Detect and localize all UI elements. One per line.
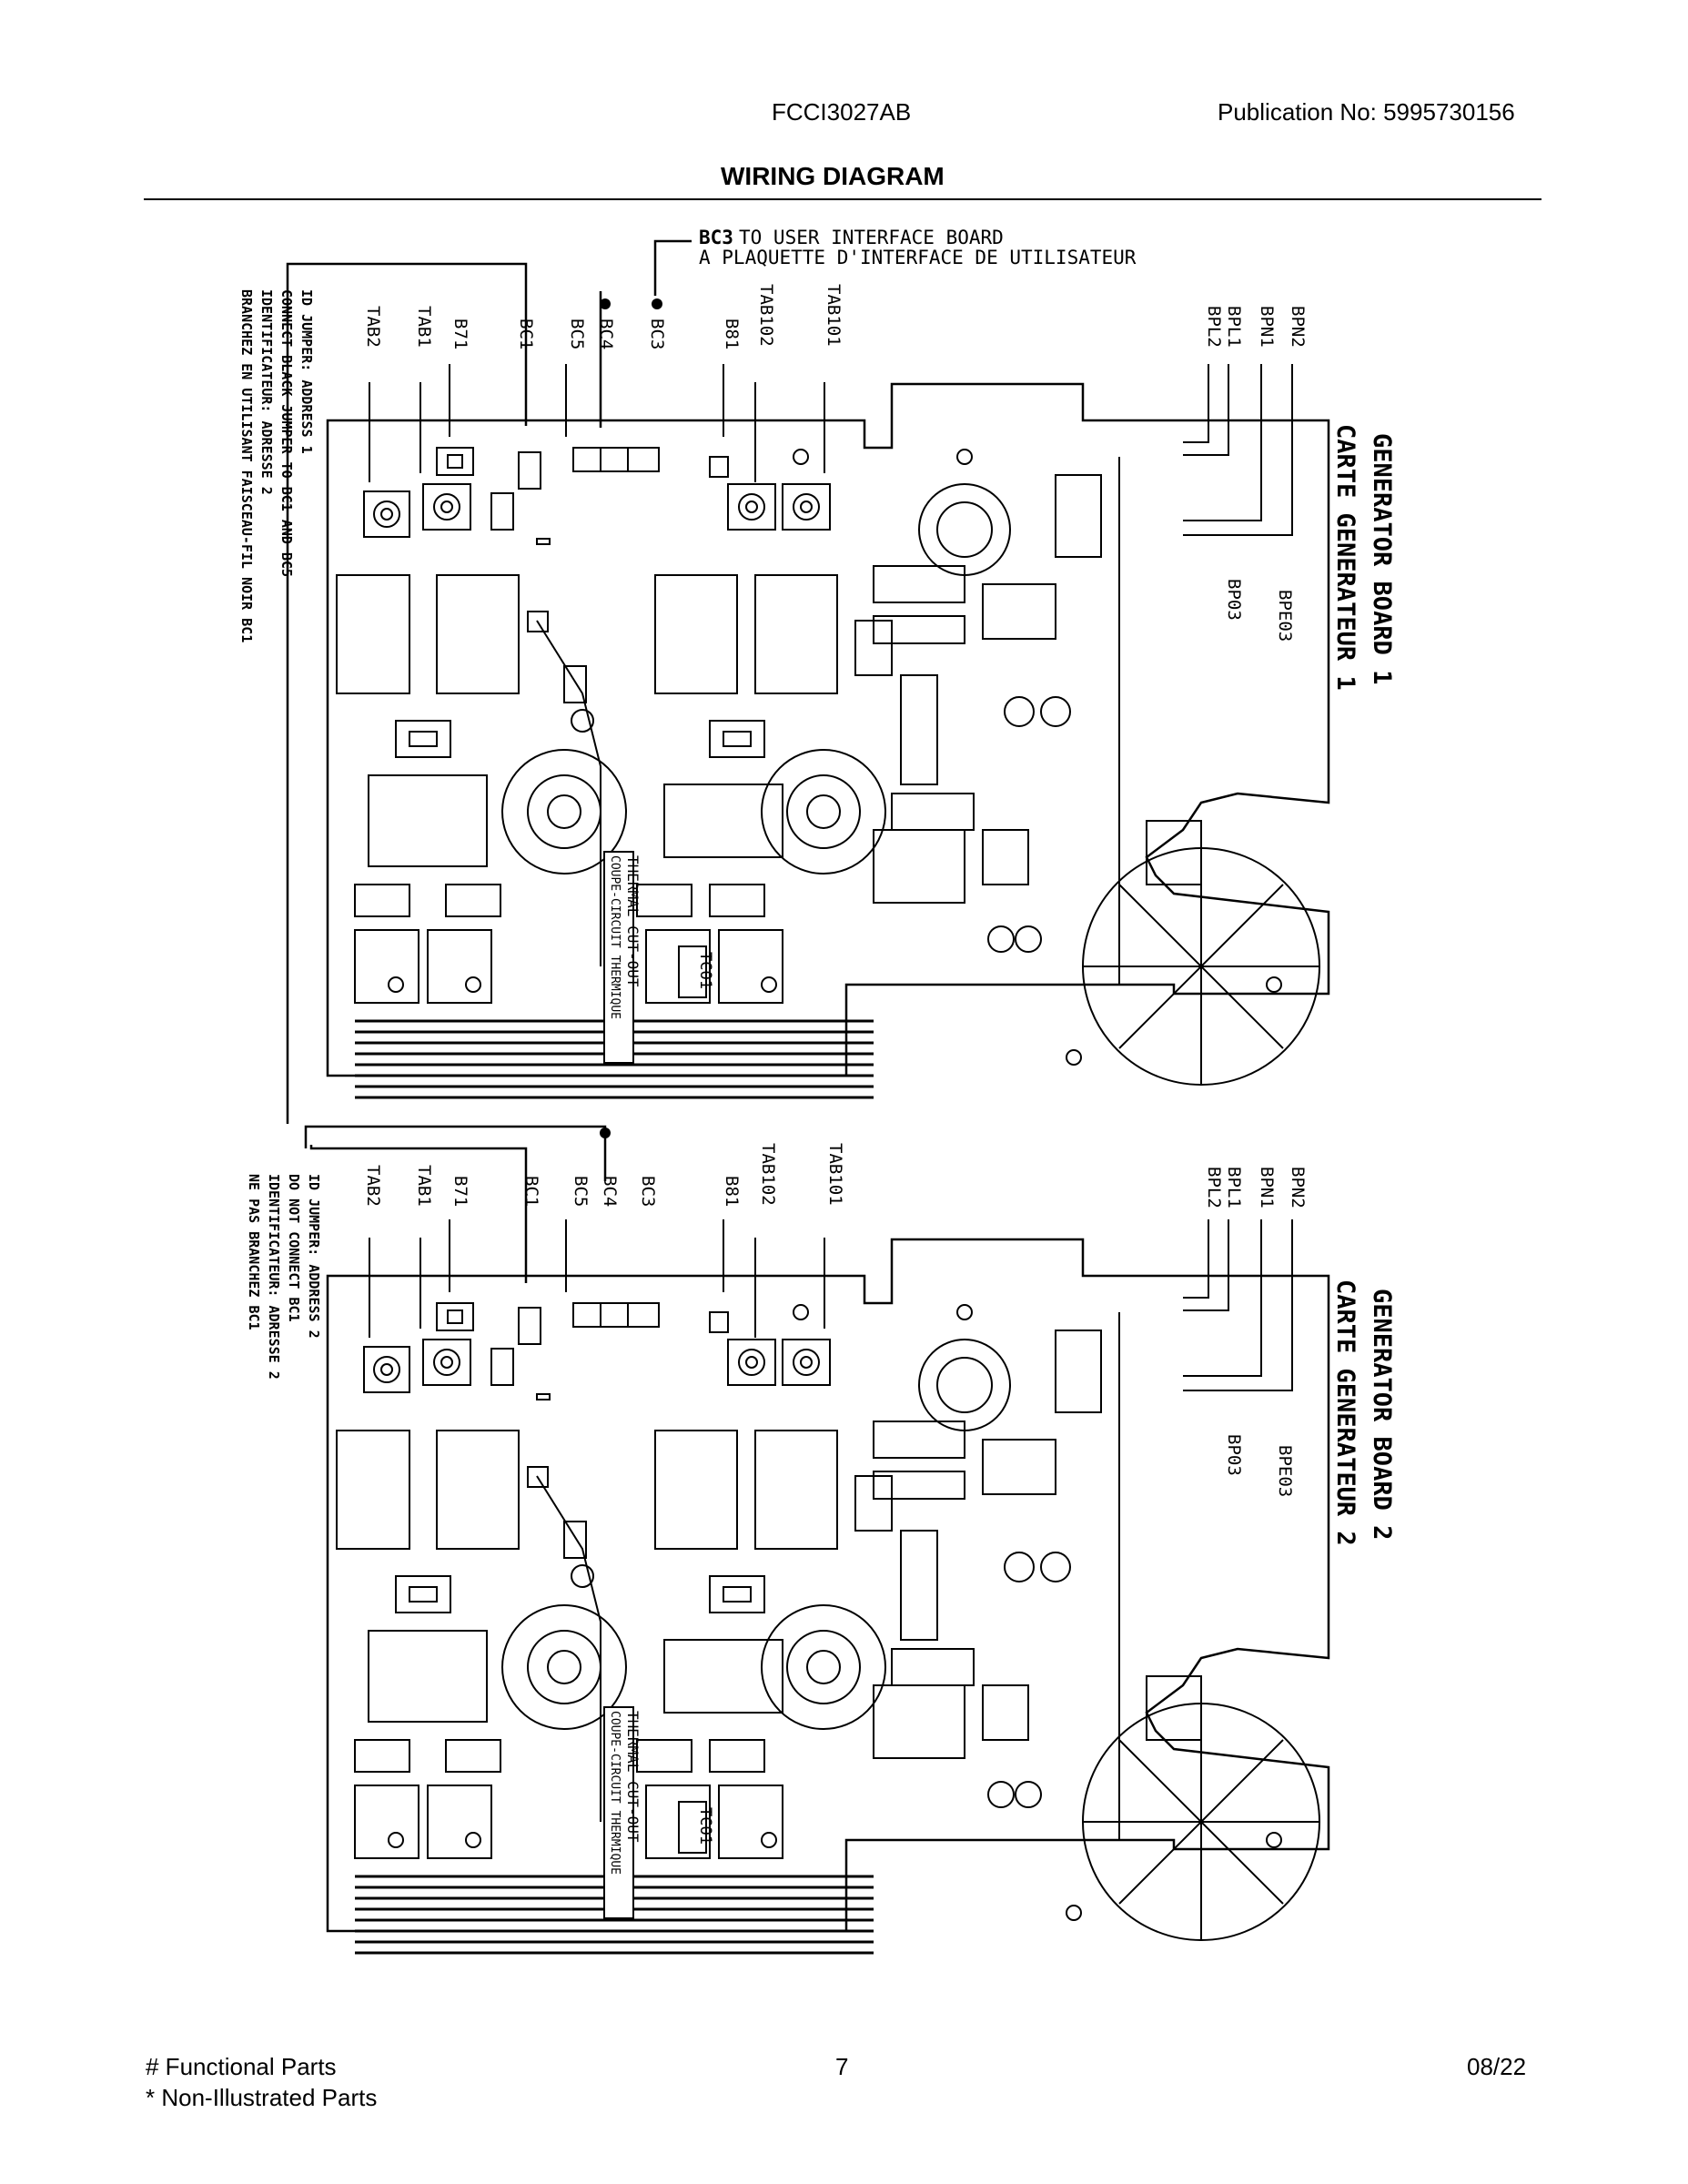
- board-2-label-bpn1: BPN1: [1257, 1167, 1277, 1208]
- board-1-label-bc3: BC3: [647, 318, 667, 349]
- board-1-label-bpl2: BPL2: [1204, 306, 1224, 348]
- board-1-label-tab101: TAB101: [824, 284, 844, 347]
- bc3-note-line2: A PLAQUETTE D'INTERFACE DE UTILISATEUR: [699, 247, 1137, 268]
- board-1-label-bpl1: BPL1: [1224, 306, 1244, 348]
- board-1-jumper-line-1: ID JUMPER: ADDRESS 1: [298, 289, 315, 454]
- page-title: WIRING DIAGRAM: [721, 162, 945, 190]
- board-2-thermal-label-fr: COUPE-CIRCUIT THERMIQUE: [608, 1711, 622, 1875]
- board-1-jumper-line-3: IDENTIFICATEUR: ADRESSE 2: [258, 289, 275, 495]
- bc3-note-code: BC3: [699, 227, 733, 248]
- board-2-label-bc3: BC3: [638, 1176, 658, 1207]
- bc3-note-line1: TO USER INTERFACE BOARD: [739, 227, 1004, 248]
- board-2-label-bpe03: BPE03: [1275, 1445, 1295, 1497]
- board-2-title: GENERATOR BOARD 2: [1368, 1289, 1396, 1540]
- board-1-label-bpn2: BPN2: [1288, 306, 1308, 348]
- board-1-label-b81: B81: [722, 318, 742, 349]
- board-2-label-bc5: BC5: [571, 1176, 591, 1207]
- board-1-title: GENERATOR BOARD 1: [1368, 433, 1396, 684]
- board-1-label-bc5: BC5: [567, 318, 587, 349]
- board-2-label-tab101: TAB101: [825, 1143, 845, 1206]
- model-number: FCCI3027AB: [772, 98, 912, 126]
- board-1-label-b71: B71: [450, 318, 470, 349]
- board-2-labels: GENERATOR BOARD 2 CARTE GENERATEUR 2 ID …: [246, 1143, 1396, 1919]
- board-1-label-tab102: TAB102: [756, 284, 776, 347]
- board-2-tco-label: TCO1: [696, 1807, 714, 1845]
- board-2-label-bpl2: BPL2: [1204, 1167, 1224, 1208]
- header-rule: [144, 198, 1541, 200]
- board-2-label-b71: B71: [450, 1176, 470, 1207]
- board-2-label-tab1: TAB1: [414, 1165, 434, 1207]
- board-2-leader-lines: [369, 1219, 1293, 1391]
- board-2-label-bc1: BC1: [521, 1176, 541, 1207]
- board-1-tco-label: TCO1: [696, 952, 714, 989]
- generator-board-1-artwork: [326, 382, 1330, 1099]
- board-1-label-bpn1: BPN1: [1257, 306, 1277, 348]
- board-2-label-bpl1: BPL1: [1224, 1167, 1244, 1208]
- board-2-title-fr: CARTE GENERATEUR 2: [1331, 1279, 1359, 1546]
- board-2-thermal-label: THERMAL CUT-OUT: [624, 1711, 642, 1843]
- board-1-thermal-label: THERMAL CUT-OUT: [624, 855, 642, 987]
- board-2-jumper-line-3: IDENTIFICATEUR: ADRESSE 2: [266, 1174, 282, 1380]
- board-1-jumper-line-4: BRANCHEZ EN UTILISANT FAISCEAU-FIL NOIR …: [238, 289, 255, 642]
- board-1-thermal-label-fr: COUPE-CIRCUIT THERMIQUE: [608, 855, 622, 1019]
- board-2-label-b81: B81: [722, 1176, 742, 1207]
- board-1-title-fr: CARTE GENERATEUR 1: [1331, 424, 1359, 691]
- board-2-label-tab102: TAB102: [758, 1143, 778, 1206]
- generator-board-2-artwork: [326, 1238, 1330, 1955]
- board-1-label-tab2: TAB2: [363, 306, 383, 348]
- board-1-label-tab1: TAB1: [414, 306, 434, 348]
- board-1-labels: GENERATOR BOARD 1 CARTE GENERATEUR 1 ID …: [238, 284, 1396, 1064]
- board-1-label-bc1: BC1: [516, 318, 536, 349]
- board-2-jumper-line-2: DO NOT CONNECT BC1: [286, 1174, 302, 1322]
- board-1-label-bpe03: BPE03: [1275, 590, 1295, 642]
- publication-number: Publication No: 5995730156: [1218, 98, 1515, 126]
- board-1-label-bp03: BP03: [1224, 579, 1244, 621]
- board-2-label-bp03: BP03: [1224, 1434, 1244, 1476]
- board-1-jumper-line-2: CONNECT BLACK JUMPER TO BC1 AND BC5: [278, 289, 295, 577]
- board-2-jumper-line-4: NE PAS BRANCHEZ BC1: [246, 1174, 262, 1330]
- board-1-leader-lines: [369, 364, 1293, 536]
- connection-dots: [600, 298, 662, 1138]
- board-2-label-bc4: BC4: [600, 1176, 620, 1207]
- legend-non-illustrated-parts: * Non-Illustrated Parts: [146, 2084, 378, 2111]
- revision-date: 08/22: [1467, 2053, 1527, 2080]
- interconnect-wires: [286, 239, 692, 1283]
- legend-functional-parts: # Functional Parts: [146, 2053, 337, 2080]
- board-2-label-tab2: TAB2: [363, 1165, 383, 1207]
- board-2-label-bpn2: BPN2: [1288, 1167, 1308, 1208]
- page-number: 7: [835, 2053, 849, 2080]
- board-1-label-bc4: BC4: [596, 318, 616, 349]
- board-2-jumper-line-1: ID JUMPER: ADDRESS 2: [306, 1174, 322, 1339]
